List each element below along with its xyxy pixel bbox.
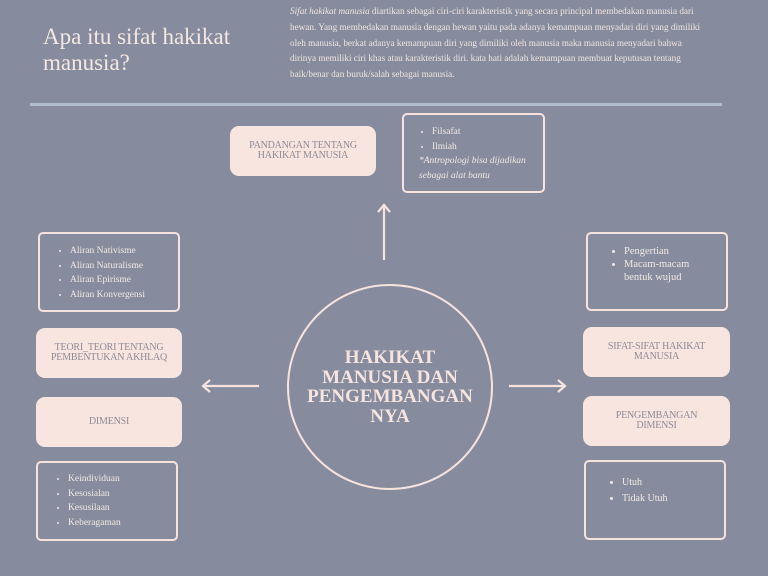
pill-teori[interactable]: TEORI_TEORI TENTANG PEMBENTUKAN AKHLAQ — [36, 328, 182, 378]
list-item: Ilmiah — [432, 140, 543, 155]
list-item: Aliran Konvergensi — [70, 288, 178, 303]
box-teori-list: Aliran Nativisme Aliran Naturalisme Alir… — [38, 232, 180, 312]
pill-dimensi-label: DIMENSI — [88, 415, 130, 427]
box-pengembangan-list: Utuh Tidak Utuh — [584, 460, 726, 540]
list-item: Kesusilaan — [68, 501, 176, 516]
list-item: Macam-macam bentuk wujud — [624, 258, 694, 284]
description: Sifat hakikat manusia diartikan sebagai … — [290, 4, 700, 83]
box-sifat-list: Pengertian Macam-macam bentuk wujud — [586, 232, 728, 311]
list-item: Keberagaman — [68, 516, 176, 531]
list-item: Utuh — [622, 475, 724, 491]
pill-pengembangan[interactable]: PENGEMBANGAN DIMENSI — [583, 396, 730, 446]
arrow-up-icon — [377, 203, 391, 260]
center-circle[interactable]: HAKIKAT MANUSIA DAN PENGEMBANGAN NYA — [287, 284, 493, 490]
page-title: Apa itu sifat hakikat manusia? — [43, 24, 231, 75]
pill-pandangan-label: PANDANGAN TENTANG HAKIKAT MANUSIA — [249, 139, 357, 161]
box-pandangan-list: Filsafat Ilmiah *Antropologi bisa dijadi… — [402, 113, 545, 193]
header-divider — [30, 103, 722, 106]
pill-teori-label: TEORI_TEORI TENTANG PEMBENTUKAN AKHLAQ — [50, 341, 168, 363]
pill-sifat[interactable]: SIFAT-SIFAT HAKIKAT MANUSIA — [583, 327, 730, 377]
list-item: Kesosialan — [68, 487, 176, 502]
list-item: Aliran Nativisme — [70, 244, 178, 259]
list-item: Tidak Utuh — [622, 491, 724, 507]
pill-dimensi[interactable]: DIMENSI — [36, 397, 182, 447]
list-item: Aliran Epirisme — [70, 273, 178, 288]
list-item: Filsafat — [432, 125, 543, 140]
note-text: *Antropologi bisa dijadikan sebagai alat… — [419, 156, 526, 181]
list-item: Pengertian — [624, 245, 726, 258]
arrow-left-icon — [201, 379, 259, 393]
list-item: Aliran Naturalisme — [70, 259, 178, 274]
box-dimensi-list: Keindividuan Kesosialan Kesusilaan Keber… — [36, 461, 178, 541]
pill-sifat-label: SIFAT-SIFAT HAKIKAT MANUSIA — [607, 340, 706, 362]
pill-pandangan[interactable]: PANDANGAN TENTANG HAKIKAT MANUSIA — [230, 126, 376, 176]
description-text: diartikan sebagai ciri-ciri karakteristi… — [290, 6, 700, 80]
list-item: Keindividuan — [68, 472, 176, 487]
center-label: HAKIKAT MANUSIA DAN PENGEMBANGAN NYA — [307, 347, 473, 427]
pill-pengembangan-label: PENGEMBANGAN DIMENSI — [615, 409, 698, 431]
description-emphasis: Sifat hakikat manusia — [290, 6, 370, 16]
arrow-right-icon — [509, 379, 567, 393]
